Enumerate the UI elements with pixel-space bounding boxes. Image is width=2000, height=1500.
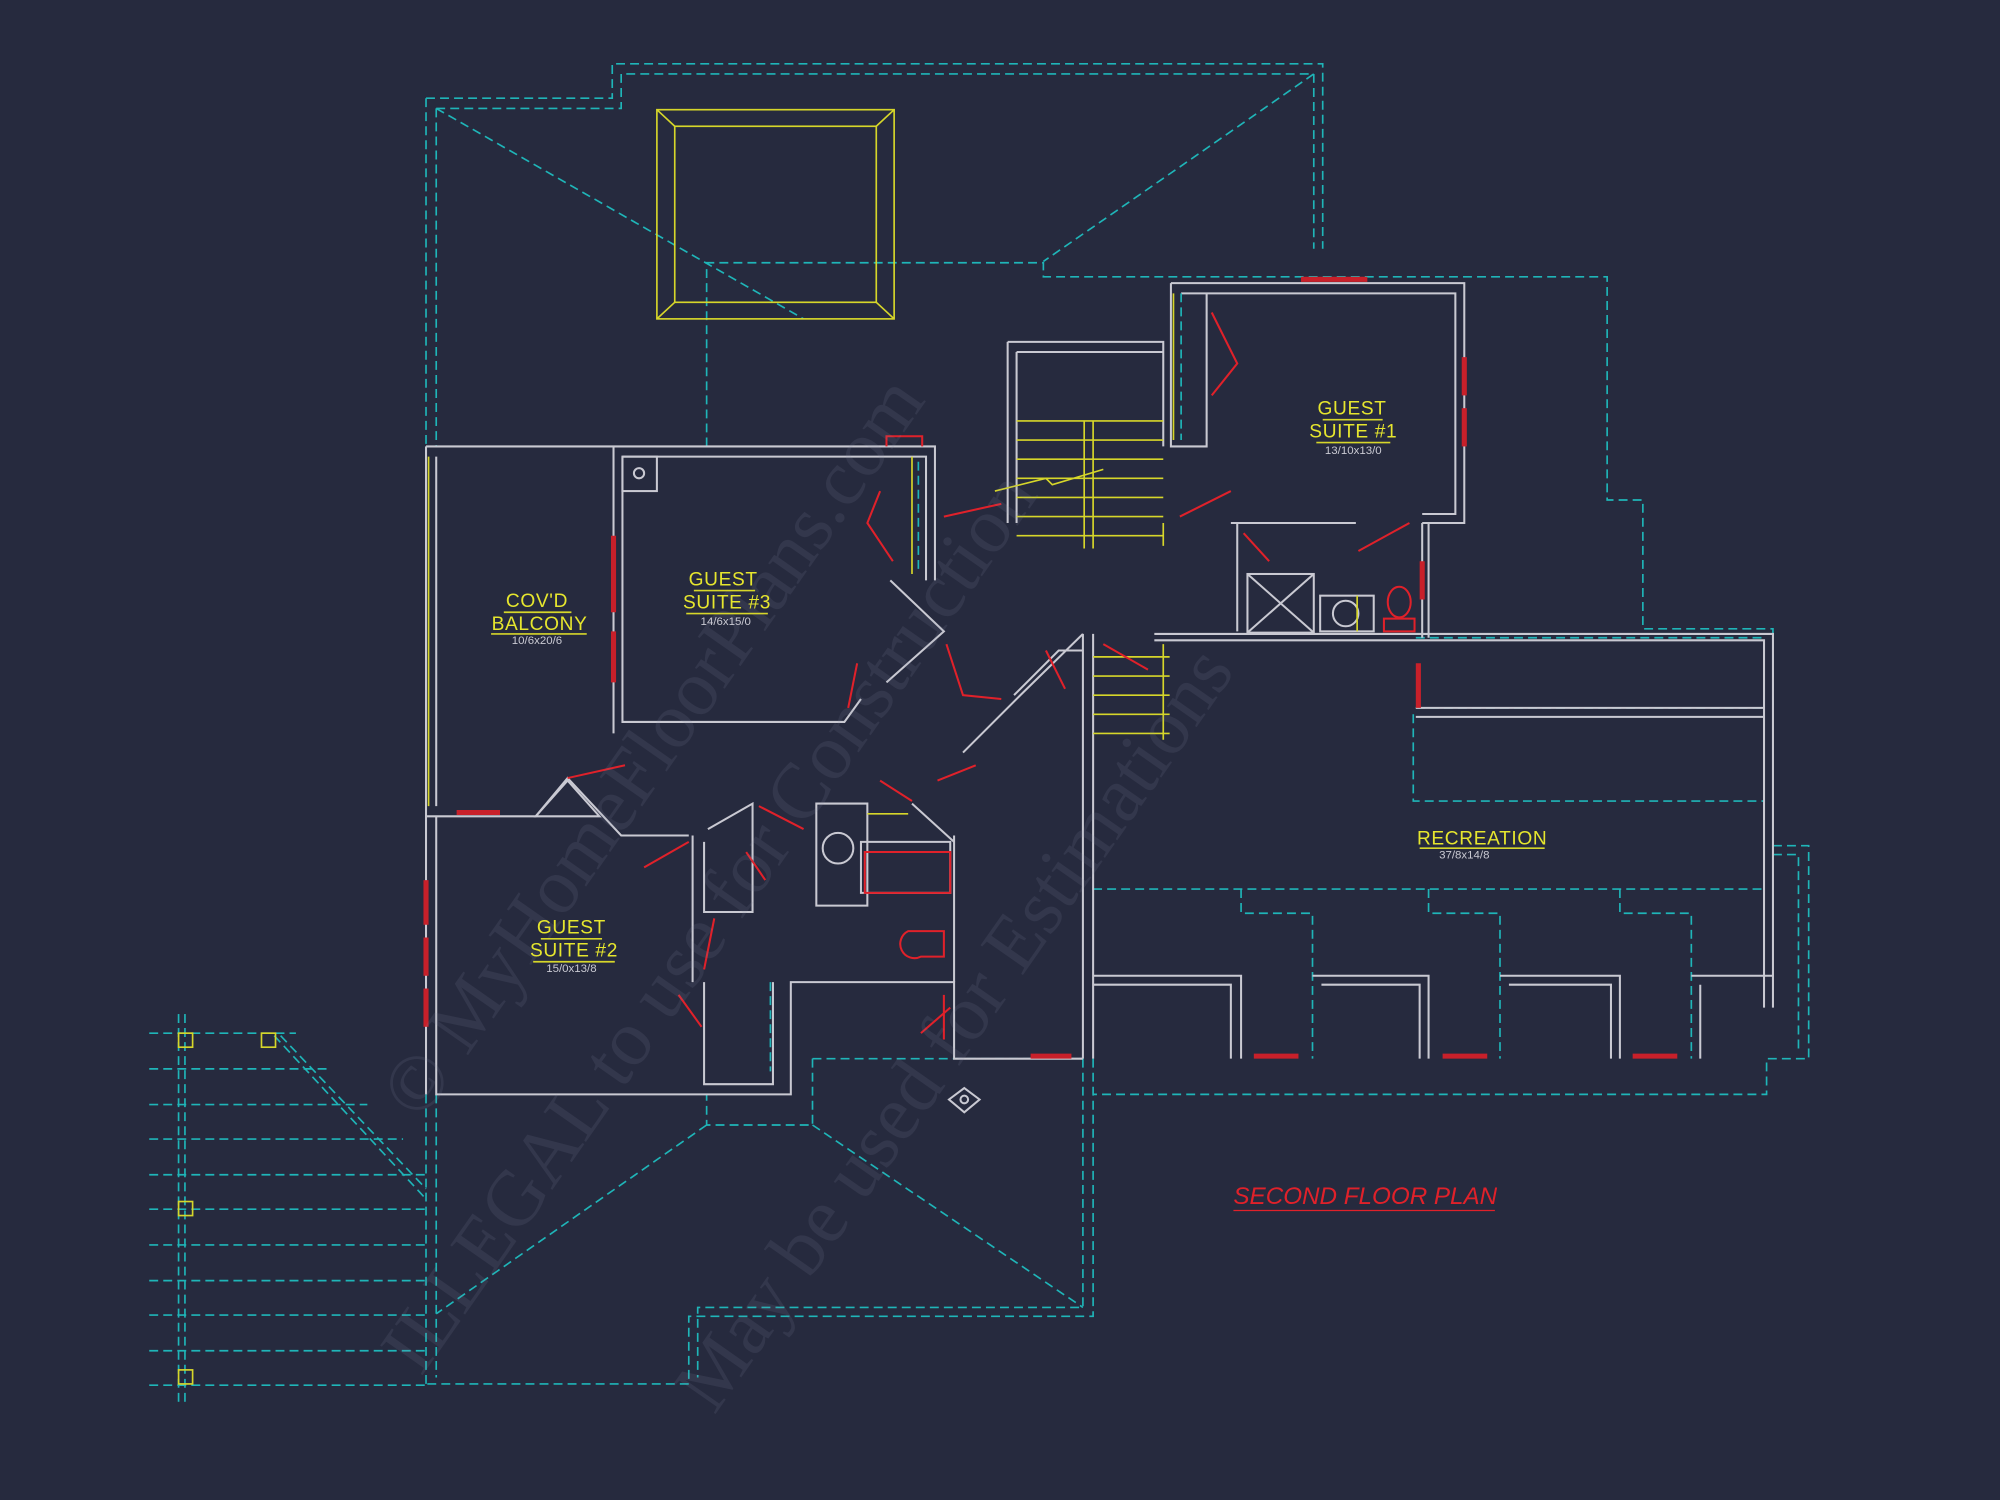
svg-text:GUEST: GUEST [689, 569, 758, 590]
skylight [656, 108, 895, 320]
svg-text:14/6x15/0: 14/6x15/0 [701, 616, 751, 628]
svg-text:BALCONY: BALCONY [492, 614, 588, 635]
svg-text:SUITE #2: SUITE #2 [530, 941, 618, 962]
room-label-guest-suite-1: GUEST SUITE #1 13/10x13/0 [1309, 399, 1397, 458]
room-label-guest-suite-3: GUEST SUITE #3 14/6x15/0 [683, 569, 771, 628]
svg-text:37/8x14/8: 37/8x14/8 [1439, 849, 1489, 861]
room-label-guest-suite-2: GUEST SUITE #2 15/0x13/8 [530, 918, 618, 975]
svg-text:SECOND FLOOR PLAN: SECOND FLOOR PLAN [1233, 1183, 1497, 1210]
svg-text:COV'D: COV'D [506, 591, 568, 612]
svg-text:GUEST: GUEST [537, 918, 606, 939]
walls [425, 282, 1774, 1114]
svg-text:RECREATION: RECREATION [1417, 828, 1547, 849]
svg-text:SUITE #1: SUITE #1 [1309, 422, 1397, 443]
room-label-covd-balcony: COV'D BALCONY 10/6x20/6 [491, 591, 587, 647]
svg-text:15/0x13/8: 15/0x13/8 [546, 963, 596, 975]
svg-text:SUITE #3: SUITE #3 [683, 592, 771, 613]
svg-text:13/10x13/0: 13/10x13/0 [1325, 445, 1382, 457]
drawing-title: SECOND FLOOR PLAN [1233, 1183, 1498, 1212]
svg-text:GUEST: GUEST [1318, 399, 1387, 420]
doors-windows [423, 276, 1678, 1059]
room-label-recreation: RECREATION 37/8x14/8 [1417, 828, 1547, 861]
svg-text:10/6x20/6: 10/6x20/6 [512, 635, 562, 647]
